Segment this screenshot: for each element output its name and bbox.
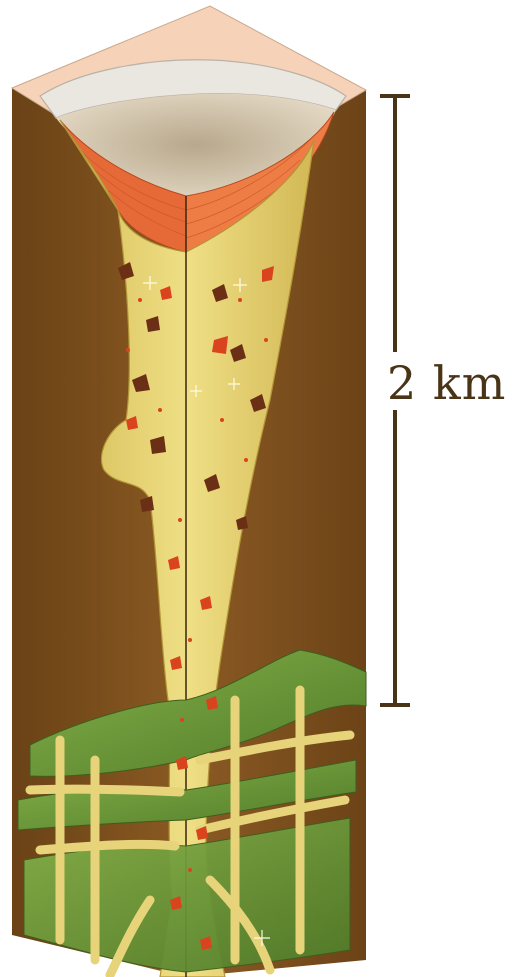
scale-bar-label: 2 km — [387, 356, 529, 410]
